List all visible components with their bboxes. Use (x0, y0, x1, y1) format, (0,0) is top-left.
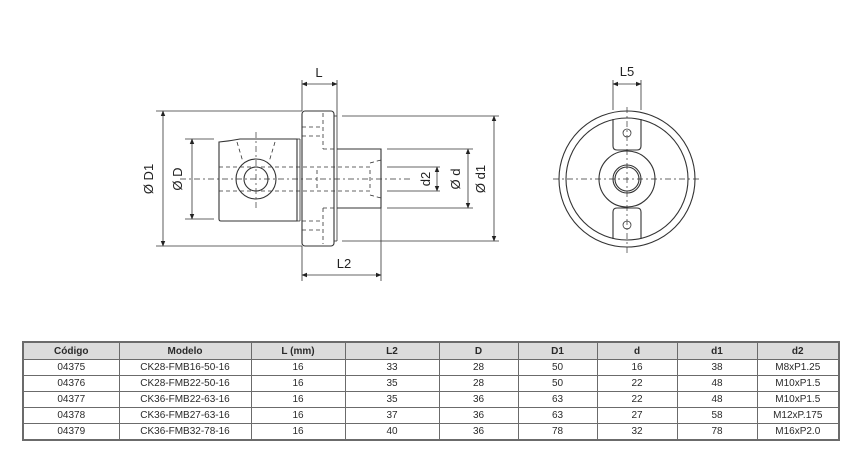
cell-d2: M12xP.175 (756, 407, 840, 424)
cell-codigo: 04379 (22, 423, 120, 441)
cell-codigo: 04377 (22, 391, 120, 408)
flange (301, 110, 335, 247)
cell-d1: 78 (676, 423, 758, 441)
header-l2: L2 (344, 341, 440, 360)
header-d: d (596, 341, 678, 360)
dim-label-d: Ø d (448, 169, 463, 190)
cell-D: 36 (438, 407, 519, 424)
cell-modelo: CK36-FMB32-78-16 (118, 423, 252, 441)
cell-l: 16 (250, 423, 346, 441)
cell-codigo: 04376 (22, 375, 120, 392)
cell-D1: 50 (517, 359, 598, 376)
cell-l2: 35 (344, 391, 440, 408)
header-D: D (438, 341, 519, 360)
table-row: 04378 CK36-FMB27-63-16 16 37 36 63 27 58… (22, 407, 840, 424)
dim-label-L5: L5 (620, 64, 634, 79)
dim-label-d1: Ø d1 (473, 165, 488, 193)
table-row: 04376 CK28-FMB22-50-16 16 35 28 50 22 48… (22, 375, 840, 392)
cell-modelo: CK28-FMB16-50-16 (118, 359, 252, 376)
header-modelo: Modelo (118, 341, 252, 360)
front-view: L5 (553, 64, 702, 254)
cell-modelo: CK36-FMB22-63-16 (118, 391, 252, 408)
dim-label-L2: L2 (337, 256, 351, 271)
cell-d2: M16xP2.0 (756, 423, 840, 441)
cell-D: 28 (438, 359, 519, 376)
shank (337, 148, 382, 209)
cell-d: 32 (596, 423, 678, 441)
cell-d: 22 (596, 375, 678, 392)
cell-d1: 58 (676, 407, 758, 424)
table-row: 04375 CK28-FMB16-50-16 16 33 28 50 16 38… (22, 359, 840, 376)
header-d1: d1 (676, 341, 758, 360)
header-d2: d2 (756, 341, 840, 360)
cell-l: 16 (250, 375, 346, 392)
cell-modelo: CK36-FMB27-63-16 (118, 407, 252, 424)
cell-codigo: 04375 (22, 359, 120, 376)
cell-l2: 40 (344, 423, 440, 441)
cell-d1: 48 (676, 391, 758, 408)
cell-l: 16 (250, 359, 346, 376)
side-view: L L2 Ø D1 Ø D d2 Ø d Ø d1 (141, 65, 499, 281)
cell-D1: 50 (517, 375, 598, 392)
cell-D: 36 (438, 391, 519, 408)
rear-body (218, 138, 298, 222)
cell-d2: M10xP1.5 (756, 391, 840, 408)
cell-D: 36 (438, 423, 519, 441)
table-row: 04377 CK36-FMB22-63-16 16 35 36 63 22 48… (22, 391, 840, 408)
cell-l2: 37 (344, 407, 440, 424)
cell-d2: M10xP1.5 (756, 375, 840, 392)
dim-label-D1: Ø D1 (141, 164, 156, 194)
technical-drawing: L L2 Ø D1 Ø D d2 Ø d Ø d1 (141, 64, 702, 281)
dim-label-L: L (315, 65, 322, 80)
cell-d1: 48 (676, 375, 758, 392)
table-header-row: Código Modelo L (mm) L2 D D1 d d1 d2 (22, 341, 840, 360)
cell-modelo: CK28-FMB22-50-16 (118, 375, 252, 392)
table-row: 04379 CK36-FMB32-78-16 16 40 36 78 32 78… (22, 423, 840, 441)
cell-codigo: 04378 (22, 407, 120, 424)
cell-l2: 35 (344, 375, 440, 392)
header-D1: D1 (517, 341, 598, 360)
cell-d1: 38 (676, 359, 758, 376)
cell-l2: 33 (344, 359, 440, 376)
dim-label-D: Ø D (170, 167, 185, 190)
cell-D1: 78 (517, 423, 598, 441)
cell-d: 22 (596, 391, 678, 408)
cell-D1: 63 (517, 391, 598, 408)
header-l: L (mm) (250, 341, 346, 360)
cell-l: 16 (250, 391, 346, 408)
cell-D: 28 (438, 375, 519, 392)
cell-d: 27 (596, 407, 678, 424)
cell-d2: M8xP1.25 (756, 359, 840, 376)
header-codigo: Código (22, 341, 120, 360)
specification-table: Código Modelo L (mm) L2 D D1 d d1 d2 043… (22, 341, 840, 441)
cell-d: 16 (596, 359, 678, 376)
cell-D1: 63 (517, 407, 598, 424)
cell-l: 16 (250, 407, 346, 424)
dim-label-d2: d2 (418, 172, 433, 186)
